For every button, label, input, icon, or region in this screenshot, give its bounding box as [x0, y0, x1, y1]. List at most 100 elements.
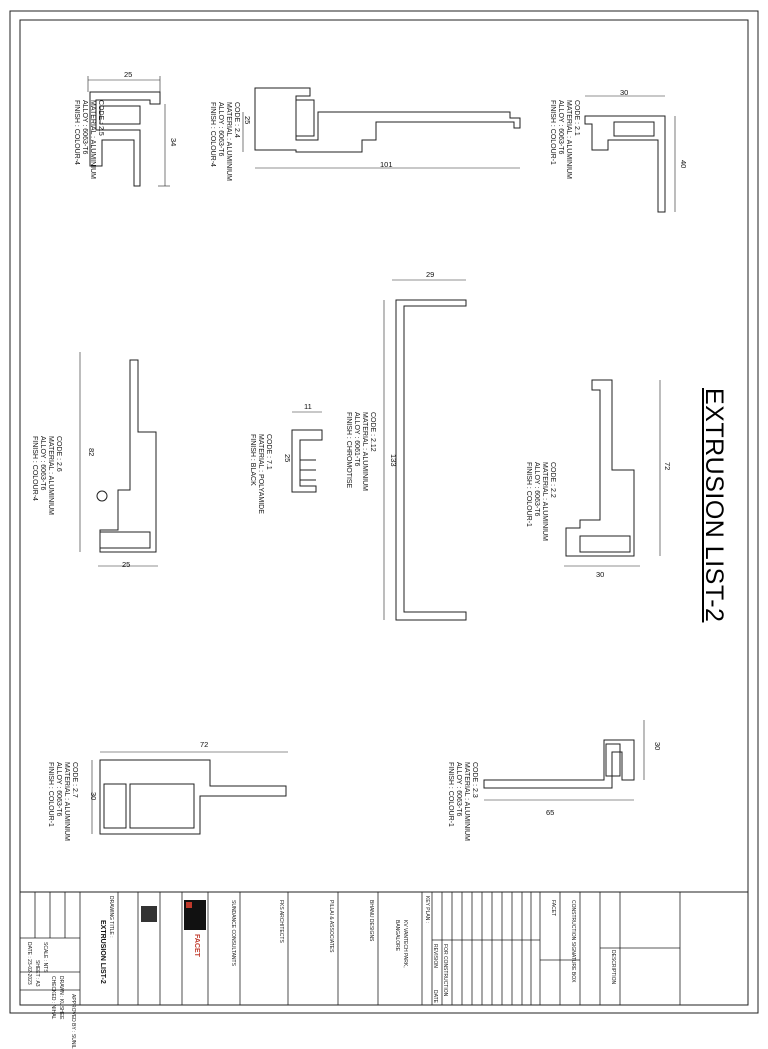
- profile-2-3-drawing: [483, 720, 645, 801]
- title-block-grid: [20, 892, 681, 1005]
- profile-2-7-height: 30: [89, 792, 98, 801]
- profile-2-12-width: 29: [426, 270, 435, 279]
- profile-2-1-spec: CODE : 2.1 MATERIAL : ALUMINIUM ALLOY : …: [548, 100, 580, 179]
- drawing-title-label: DRAWING TITLE :: [108, 896, 114, 938]
- profile-code: CODE : 7.1: [265, 434, 272, 470]
- sheet-title: EXTRUSION LIST-2: [700, 388, 728, 623]
- profile-2-7-drawing: [91, 751, 288, 835]
- profile-2-1-drawing: [584, 95, 676, 213]
- revision-label: REVISION: [432, 944, 438, 968]
- profile-material: MATERIAL : ALUMINIUM: [225, 102, 232, 181]
- consultant-3: PILLAI & ASSOCIATES: [328, 900, 334, 953]
- profile-2-12-spec: CODE : 2.12 MATERIAL : ALUMINIUM ALLOY :…: [344, 412, 376, 491]
- date: DATE : 23-02-2023: [26, 942, 32, 985]
- profile-material: MATERIAL : ALUMINIUM: [63, 762, 70, 841]
- title-block-frame: [19, 891, 749, 1006]
- profile-material: MATERIAL : ALUMINIUM: [47, 436, 54, 515]
- profile-code: CODE : 2.6: [55, 436, 62, 472]
- profile-material: MATERIAL : ALUMINIUM: [541, 462, 548, 541]
- consultant-logo: [141, 906, 157, 922]
- profile-2-6-drawing: [79, 352, 158, 567]
- profile-2-1-height: 40: [679, 160, 688, 169]
- sheet-size: SHEET : A3: [34, 960, 40, 987]
- profile-2-5-height: 34: [169, 138, 178, 147]
- logo-red-mark: [186, 902, 192, 908]
- profile-alloy: ALLOY : 6063-T6: [557, 100, 564, 155]
- profile-2-5-spec: CODE : 2.5 MATERIAL : ALUMINIUM ALLOY : …: [72, 100, 104, 179]
- profile-material: MATERIAL : ALUMINIUM: [565, 100, 572, 179]
- profile-code: CODE : 2.3: [471, 762, 478, 798]
- profile-2-6-spec: CODE : 2.6 MATERIAL : ALUMINIUM ALLOY : …: [30, 436, 62, 515]
- profile-code: CODE : 2.12: [369, 412, 376, 452]
- date-label: DATE: [432, 990, 438, 1003]
- profile-finish: FINISH : COLOUR-4: [31, 436, 38, 501]
- profile-material: MATERIAL : ALUMINIUM: [463, 762, 470, 841]
- profile-code: CODE : 2.5: [97, 100, 104, 136]
- profile-material: MATERIAL : ALUMINIUM: [361, 412, 368, 491]
- scale: SCALE : NTS: [42, 942, 48, 973]
- consultant-4: BHANU DESIGNS: [368, 900, 374, 942]
- profile-2-7-spec: CODE : 2.7 MATERIAL : ALUMINIUM ALLOY : …: [46, 762, 78, 841]
- profile-finish: FINISH : COLOUR-1: [447, 762, 454, 827]
- profile-alloy: ALLOY : 6063-T6: [55, 762, 62, 817]
- profile-2-2-width: 30: [596, 570, 605, 579]
- profile-2-5-width: 25: [124, 70, 133, 79]
- profile-2-12-height: 133: [389, 454, 398, 467]
- profile-2-7-width: 72: [200, 740, 209, 749]
- project-city: BANGALORE: [394, 920, 400, 952]
- profile-finish: FINISH : COLOUR-1: [549, 100, 556, 165]
- outer-border: [9, 10, 759, 1014]
- profile-alloy: ALLOY : 6063-T6: [81, 100, 88, 155]
- profile-finish: FINISH : CHROMOTISE: [345, 412, 352, 489]
- profile-7-1-drawing: [291, 411, 323, 493]
- profile-finish: FINISH : COLOUR-1: [47, 762, 54, 827]
- profile-alloy: ALLOY : 6063-T6: [533, 462, 540, 517]
- profile-2-3-spec: CODE : 2.3 MATERIAL : ALUMINIUM ALLOY : …: [446, 762, 478, 841]
- profile-code: CODE : 2.1: [573, 100, 580, 136]
- revision-entry: FOR CONSTRUCTION: [442, 944, 448, 997]
- profile-2-2-spec: CODE : 2.2 MATERIAL : ALUMINIUM ALLOY : …: [524, 462, 556, 541]
- profile-2-2-drawing: [564, 379, 661, 567]
- profile-7-1-height: 25: [283, 454, 292, 463]
- profile-2-4-height: 25: [243, 116, 252, 125]
- profile-material: MATERIAL : POLYAMIDE: [257, 434, 264, 514]
- profile-code: CODE : 2.7: [71, 762, 78, 798]
- drawing-title: EXTRUSION LIST-2: [99, 920, 106, 984]
- profile-2-1-width: 30: [620, 88, 629, 97]
- profile-alloy: ALLOY : 6063-T6: [217, 102, 224, 157]
- profile-2-4-spec: CODE : 2.4 MATERIAL : ALUMINIUM ALLOY : …: [208, 102, 240, 181]
- profile-2-3-length: 65: [546, 808, 555, 817]
- profile-finish: FINISH : BLACK: [249, 434, 256, 486]
- profile-2-4-length: 101: [380, 160, 393, 169]
- profile-material: MATERIAL : ALUMINIUM: [89, 100, 96, 179]
- key-plan-label: KEY PLAN :: [424, 896, 430, 924]
- logo-text: FACET: [193, 934, 200, 957]
- profile-2-3-height: 30: [653, 742, 662, 751]
- profile-code: CODE : 2.4: [233, 102, 240, 138]
- profile-2-6-width: 25: [122, 560, 131, 569]
- profile-finish: FINISH : COLOUR-4: [73, 100, 80, 165]
- status: CONSTRUCTION SIGNATURE BOX: [570, 900, 576, 983]
- profile-finish: FINISH : COLOUR-1: [525, 462, 532, 527]
- profile-code: CODE : 2.2: [549, 462, 556, 498]
- profile-2-4-drawing: [242, 87, 521, 169]
- project-name: KV VANTECH PARK,: [402, 920, 408, 968]
- description-label: DESCRIPTION: [610, 950, 616, 985]
- consultant-1: SUNDANCE CONSULTANTS: [230, 900, 236, 966]
- profile-2-5-drawing: [87, 76, 170, 187]
- consultant-2: FKS ARCHITECTS: [278, 900, 284, 943]
- profile-alloy: ALLOY : 6063-T6: [455, 762, 462, 817]
- checked-by: CHECKED : NIHAL: [50, 976, 56, 1020]
- discipline: FACET: [550, 900, 556, 917]
- profile-alloy: ALLOY : 6063-T6: [39, 436, 46, 491]
- profile-alloy: ALLOY : 6061-T6: [353, 412, 360, 467]
- profile-2-6-height: 82: [87, 448, 96, 457]
- drawing-sheet: [9, 10, 759, 1014]
- profile-2-12-drawing: [383, 279, 467, 621]
- profile-2-2-height: 72: [663, 462, 672, 471]
- profile-7-1-width: 11: [304, 402, 312, 411]
- profile-finish: FINISH : COLOUR-4: [209, 102, 216, 167]
- approved-by: APPROVED BY : SUNIL: [70, 994, 76, 1049]
- drawn-by: DRAWN : KUSHEE: [58, 976, 64, 1020]
- profile-7-1-spec: CODE : 7.1 MATERIAL : POLYAMIDE FINISH :…: [248, 434, 272, 514]
